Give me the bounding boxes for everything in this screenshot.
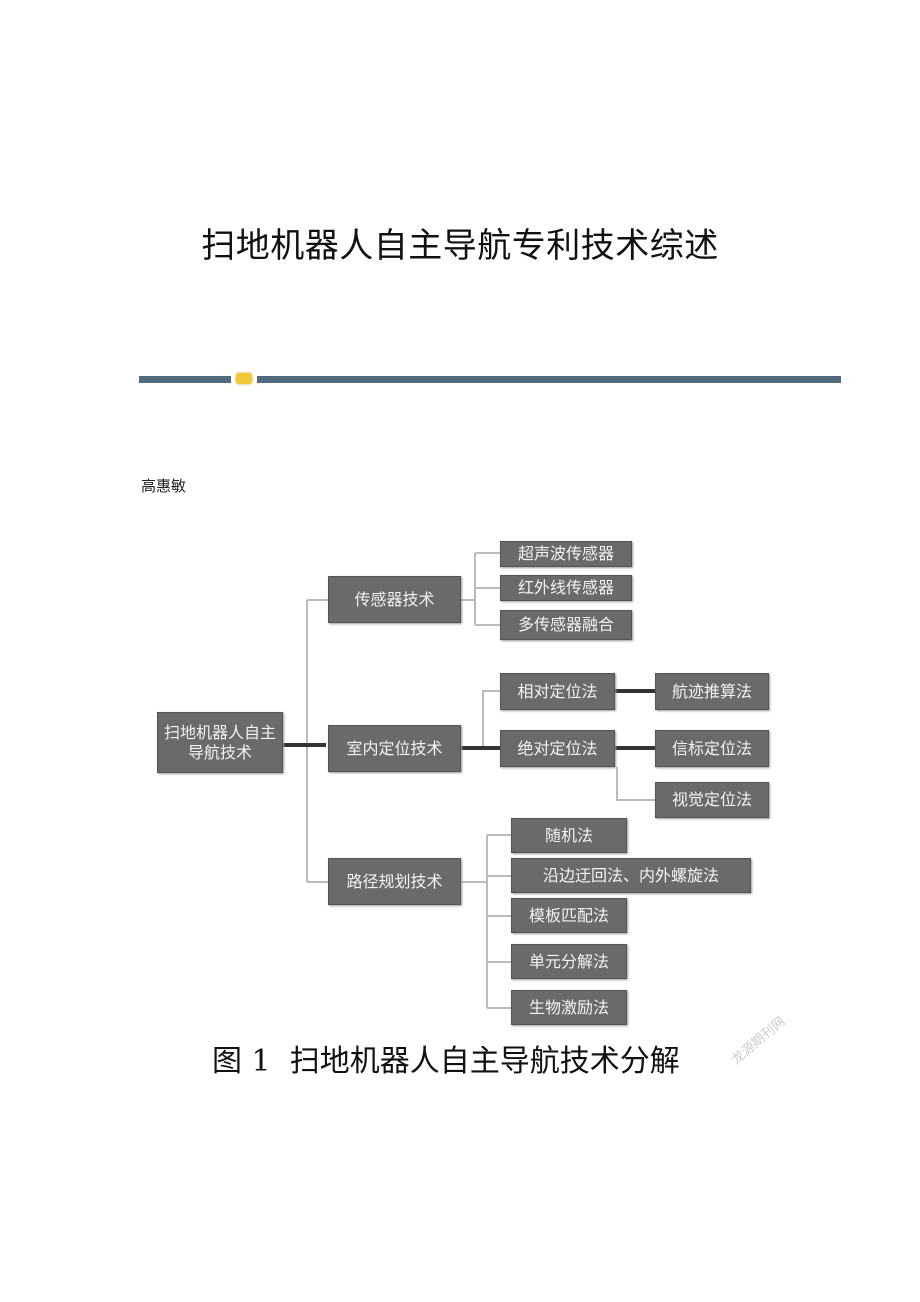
node-relative: 相对定位法: [500, 673, 615, 710]
node-infrared: 红外线传感器: [500, 575, 632, 601]
node-random: 随机法: [511, 818, 627, 853]
node-bio: 生物激励法: [511, 990, 627, 1025]
node-indoor: 室内定位技术: [328, 725, 461, 772]
node-vision: 视觉定位法: [655, 782, 769, 818]
node-ultrasonic: 超声波传感器: [500, 541, 632, 567]
node-template: 模板匹配法: [511, 898, 627, 933]
node-absolute: 绝对定位法: [500, 730, 615, 767]
node-dead-reckoning: 航迹推算法: [655, 673, 769, 710]
divider-right: [257, 376, 841, 383]
document-title: 扫地机器人自主导航专利技术综述: [201, 226, 719, 266]
divider-left: [139, 376, 231, 383]
figure-caption: 图 1 扫地机器人自主导航技术分解: [212, 1044, 680, 1079]
divider-ornament: [236, 373, 252, 384]
node-cell: 单元分解法: [511, 944, 627, 979]
node-sensor: 传感器技术: [328, 576, 461, 623]
node-path: 路径规划技术: [328, 858, 461, 905]
node-beacon: 信标定位法: [655, 730, 769, 767]
node-root: 扫地机器人自主导航技术: [157, 712, 283, 773]
author: 高惠敏: [141, 477, 187, 495]
node-fusion: 多传感器融合: [500, 610, 632, 640]
node-edge-spiral: 沿边迂回法、内外螺旋法: [511, 858, 751, 893]
